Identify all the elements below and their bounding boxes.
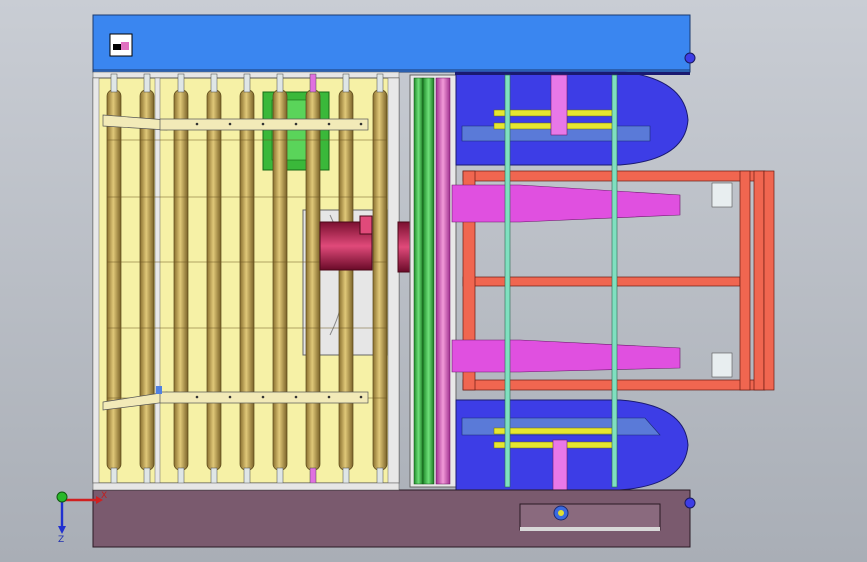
tie-rod [611,74,618,488]
roller-group [106,73,388,491]
roller [106,89,122,471]
upper-fork-arm [451,184,681,223]
top-blue-plate [92,14,691,73]
roller [305,89,321,471]
roller [372,89,388,471]
roller [173,89,189,471]
lower-fork-arm [451,339,681,373]
axis-label-x: X [101,491,107,501]
roller [139,89,155,471]
lower-guide-bar [102,386,369,411]
upper-right-blue-plate [455,71,689,166]
tie-rod [504,74,511,488]
roller [206,89,222,471]
roller [338,89,354,471]
axis-label-z: Z [58,535,64,545]
roller [239,89,255,471]
roller [272,89,288,471]
upper-guide-bar [102,114,369,131]
triad-icon: X Z [56,491,107,545]
